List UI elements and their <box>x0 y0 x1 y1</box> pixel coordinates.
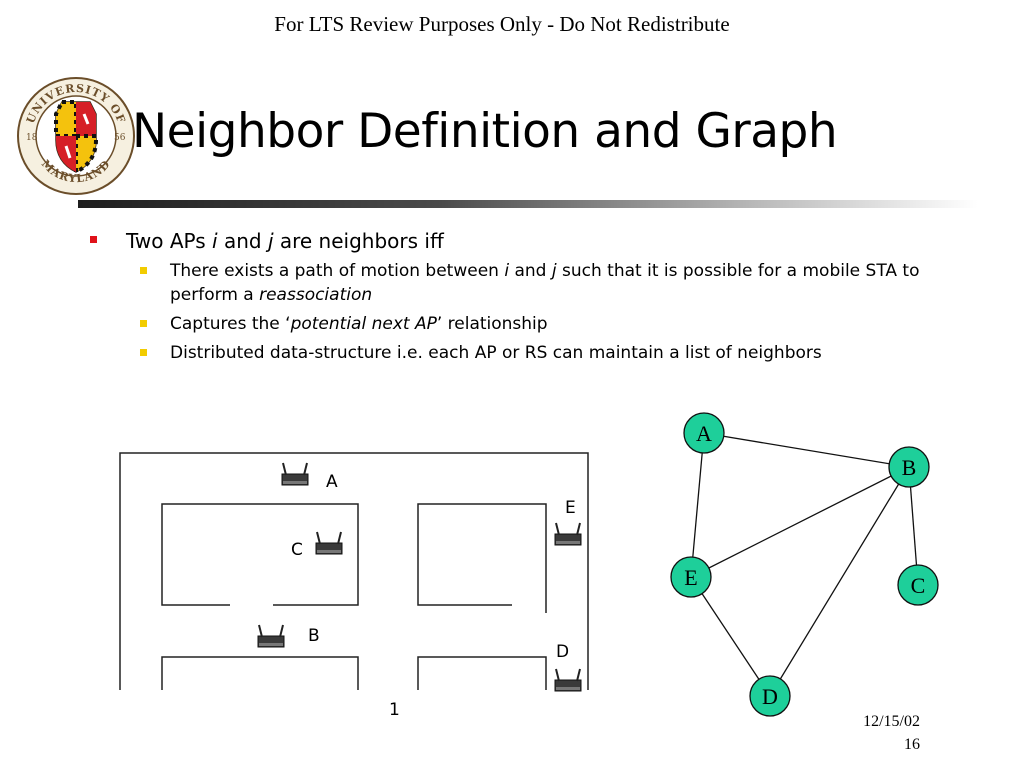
sub-bullet-1-text-2: and <box>509 261 552 281</box>
logo-year-right: 56 <box>114 133 126 143</box>
room-lower-right-wall <box>417 656 547 690</box>
sub-bullet-1: There exists a path of motion between i … <box>88 259 928 307</box>
sub-bullet-1-text-1: There exists a path of motion between <box>170 261 505 281</box>
sub-bullet-2-text-1: Captures the ‘ <box>170 314 291 334</box>
graph-node-b <box>888 446 930 488</box>
graph-edge-b-d <box>769 466 910 697</box>
access-point-icon <box>554 522 582 546</box>
sub-bullet-3-text: Distributed data-structure i.e. each AP … <box>170 343 822 363</box>
sub-bullet-1-text-3: such that it is possible for a mobile ST… <box>170 261 920 305</box>
university-of-maryland-seal-icon: UNIVERSITY OF MARYLAND 18 56 <box>17 77 135 195</box>
sub-bullet-3: Distributed data-structure i.e. each AP … <box>88 341 928 365</box>
sub-bullet-1-var-i: i <box>504 261 510 281</box>
footer-date: 12/15/02 <box>863 713 920 730</box>
sub-bullet-2-emphasis: potential next AP <box>290 314 437 334</box>
graph-node-c <box>897 564 939 606</box>
bullet-square-yellow-icon <box>140 267 147 274</box>
bullet-main-text-2: and <box>217 229 268 253</box>
bullet-square-yellow-icon <box>140 349 147 356</box>
ap-label-e: E <box>565 498 576 518</box>
graph-node-label-c: C <box>911 573 926 598</box>
graph-node-label-d: D <box>762 684 778 709</box>
figure-caption: 1 <box>389 700 400 720</box>
sub-bullet-2-text-2: ’ relationship <box>436 314 548 334</box>
graph-node-d <box>749 675 791 717</box>
bullet-main-text-1: Two APs <box>126 229 213 253</box>
graph-edge-a-e <box>690 432 705 578</box>
graph-node-label-b: B <box>902 455 917 480</box>
graph-node-a <box>683 412 725 454</box>
graph-node-label-e: E <box>684 565 697 590</box>
floorplan-diagram: A C B E D 1 <box>119 452 589 720</box>
ap-label-a: A <box>326 472 338 492</box>
ap-label-b: B <box>308 626 320 646</box>
sub-bullet-2: Captures the ‘potential next AP’ relatio… <box>88 312 928 336</box>
footer-page-number: 16 <box>904 736 920 753</box>
access-point-icon <box>281 462 309 486</box>
sub-bullet-1-emphasis: reassociation <box>259 285 373 305</box>
logo-year-left: 18 <box>26 133 38 143</box>
bullet-main: Two APs i and j are neighbors iff <box>88 227 928 255</box>
access-point-icon <box>315 531 343 555</box>
bullet-main-text-3: are neighbors iff <box>273 229 444 253</box>
ap-label-c: C <box>291 540 303 560</box>
bullet-square-yellow-icon <box>140 320 147 327</box>
bullet-square-red-icon <box>90 236 97 243</box>
room-upper-left-wall <box>161 503 359 606</box>
graph-node-label-a: A <box>696 421 712 446</box>
header-note: For LTS Review Purposes Only - Do Not Re… <box>274 12 730 36</box>
title-divider <box>78 200 978 208</box>
graph-edge-a-b <box>703 432 910 468</box>
bullet-main-var-i: i <box>212 229 218 253</box>
access-point-icon <box>554 668 582 692</box>
bullet-main-var-j: j <box>267 229 274 253</box>
access-point-icon <box>257 624 285 648</box>
room-upper-right-wall <box>417 503 547 613</box>
graph-edge-b-e <box>690 466 910 578</box>
slide-footer: 12/15/02 16 <box>820 710 920 756</box>
neighbor-graph: A B C D E <box>670 412 939 717</box>
graph-edge-e-d <box>690 576 771 697</box>
ap-label-d: D <box>556 642 569 662</box>
graph-node-e <box>670 556 712 598</box>
room-lower-left-wall <box>161 656 359 690</box>
bullet-list: Two APs i and j are neighbors iff There … <box>88 227 928 365</box>
slide-title: Neighbor Definition and Graph <box>132 104 838 159</box>
building-outer-wall <box>119 452 589 690</box>
sub-bullet-1-var-j: j <box>551 261 557 281</box>
